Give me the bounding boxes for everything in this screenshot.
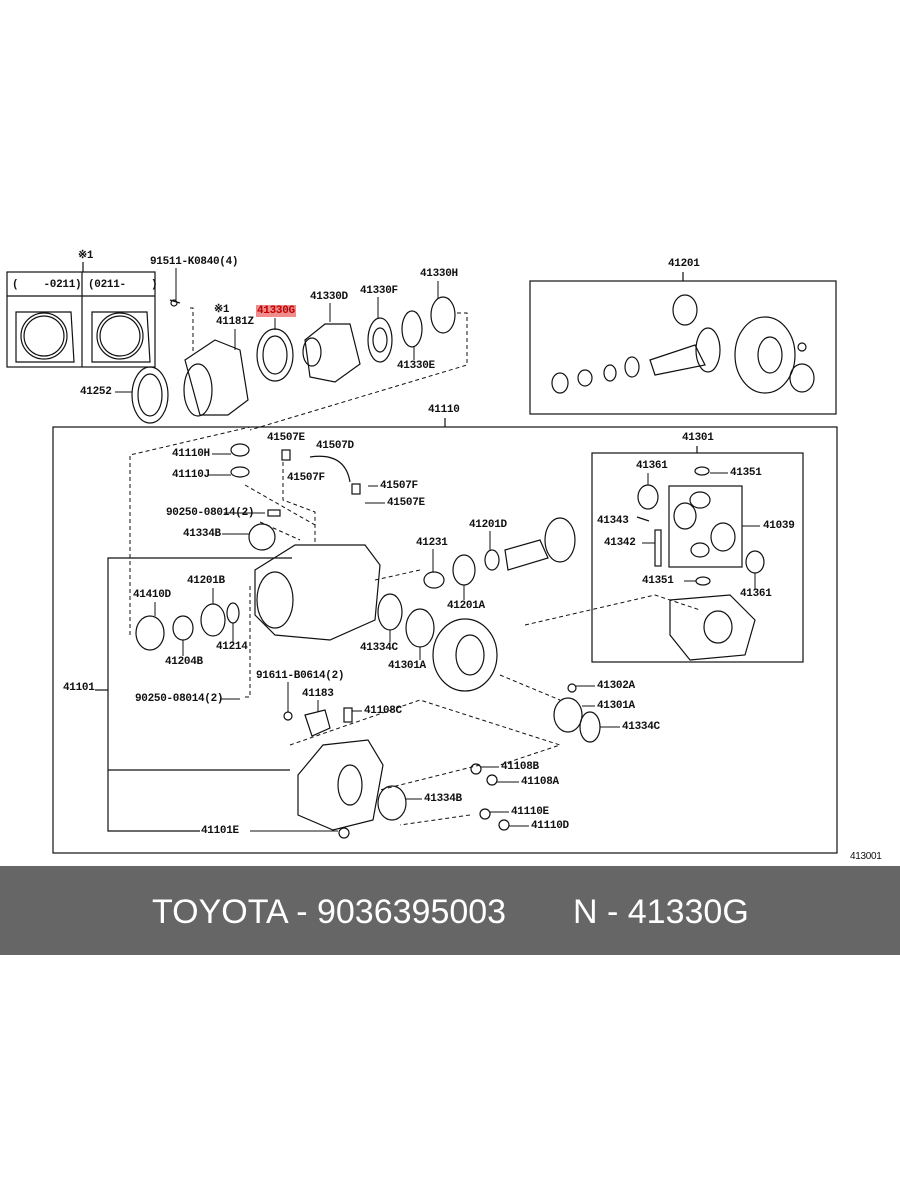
part-label: 41330H [420,268,458,280]
part-label: 41334B [183,528,221,540]
part-label: (0211- ) [88,279,158,291]
part-label: 41101E [201,825,239,837]
highlighted-part-label: 41330G [256,305,296,317]
part-label: 41507F [380,480,418,492]
figure-number: 413001 [850,851,882,862]
part-label: 41351 [730,467,762,479]
part-label: 91611-B0614(2) [256,670,345,682]
part-label: 41110H [172,448,210,460]
part-label: 41201D [469,519,507,531]
part-label: 41231 [416,537,448,549]
box-41301-differential [591,452,804,663]
parts-diagram [6,262,838,854]
part-label: 41330D [310,291,348,303]
part-label: 41110 [428,404,460,416]
part-label: 41361 [740,588,772,600]
part-label: 41334C [360,642,398,654]
part-label: 41252 [80,386,112,398]
part-label: 90250-08014(2) [135,693,224,705]
part-label: 41343 [597,515,629,527]
part-label: 41108A [521,776,559,788]
part-label: ( -0211) [12,279,82,291]
part-label: 41334B [424,793,462,805]
part-label: 41361 [636,460,668,472]
part-label: ※1 [78,250,94,262]
part-label: 41110J [172,469,210,481]
part-label: 41101 [63,682,95,694]
part-label: 41201B [187,575,225,587]
part-label: 41507F [287,472,325,484]
part-label: 41301A [388,660,426,672]
part-label: 41330E [397,360,435,372]
part-info-banner: TOYOTA - 9036395003 N - 41330G [0,866,900,955]
part-label: 41201A [447,600,485,612]
part-label: 41342 [604,537,636,549]
box-41110-main-assembly [52,426,838,854]
part-label: 41334C [622,721,660,733]
part-label: 41351 [642,575,674,587]
part-label: 41204B [165,656,203,668]
part-label: 41201 [668,258,700,270]
part-label: 41330F [360,285,398,297]
part-label: 41181Z [216,316,254,328]
part-label: 41301A [597,700,635,712]
part-label: ※1 [214,304,230,316]
part-label: 41183 [302,688,334,700]
part-label: 41110E [511,806,549,818]
part-label: 41108B [501,761,539,773]
part-label: 41214 [216,641,248,653]
part-label: 41507E [387,497,425,509]
part-label: 41301 [682,432,714,444]
part-label: 41110D [531,820,569,832]
part-label: 41108C [364,705,402,717]
part-label: 90250-08014(2) [166,507,255,519]
part-label: 41410D [133,589,171,601]
box-41201-gear-set [529,280,837,415]
part-label: 41039 [763,520,795,532]
brand-part-number: TOYOTA - 9036395003 [152,893,507,931]
part-label: 41507E [267,432,305,444]
inset-box-gasket-variants [6,262,156,368]
part-label: 91511-K0840(4) [150,256,239,268]
diagram-reference: N - 41330G [573,893,749,931]
part-shapes [131,294,815,839]
part-label: 41302A [597,680,635,692]
part-label: 41507D [316,440,354,452]
